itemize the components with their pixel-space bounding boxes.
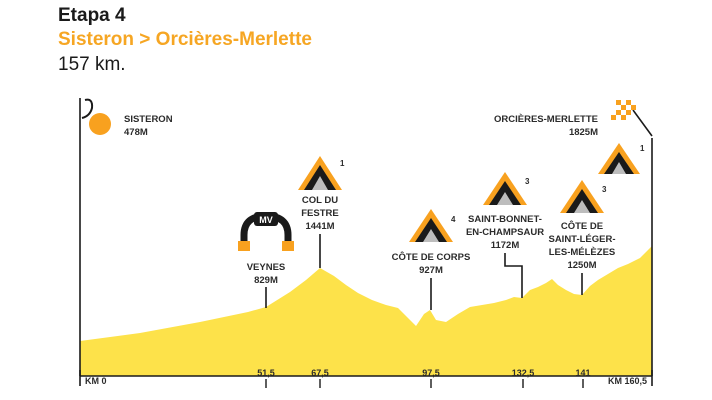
checkered-flag-icon xyxy=(611,100,636,120)
climb-name-line: CÔTE DE xyxy=(561,220,603,232)
climb-name-line: SAINT-BONNET- xyxy=(468,214,542,225)
finish-name: ORCIÈRES-MERLETTE xyxy=(494,114,598,125)
axis-tick-label: 132,5 xyxy=(512,368,535,378)
mountain-icon xyxy=(483,172,527,205)
start-marker: SISTERON 478M xyxy=(81,98,173,138)
mountain-icon xyxy=(298,156,342,190)
sprint-veynes: MV VEYNES 829M xyxy=(238,212,294,308)
stage-route: Sisteron > Orcières-Merlette xyxy=(58,29,312,50)
axis-end-label: KM 160,5 xyxy=(608,376,647,386)
sprint-gate-icon: MV xyxy=(238,212,294,251)
climb-leader xyxy=(504,253,523,298)
climb-name-line: LES-MÉLÈZES xyxy=(549,247,616,258)
start-sun-icon xyxy=(89,113,111,135)
sprint-name: VEYNES xyxy=(247,262,286,273)
climb-name-line: COL DU xyxy=(302,195,338,206)
finish-diagonal xyxy=(632,109,653,137)
climb-name-line: SAINT-LÉGER- xyxy=(548,234,615,245)
stage-title: Etapa 4 xyxy=(58,5,126,26)
stage-distance: 157 km. xyxy=(58,54,126,75)
start-flag-icon xyxy=(81,98,94,119)
climb-alt: 1250M xyxy=(567,260,596,271)
climb-col-du-festre: 1 COL DU FESTRE 1441M xyxy=(298,156,345,268)
climb-saint-bonnet: 3 SAINT-BONNET- EN-CHAMPSAUR 1172M xyxy=(466,172,544,298)
finish-category: 1 xyxy=(640,144,645,153)
axis-tick-label: 67,5 xyxy=(311,368,329,378)
climb-alt: 927M xyxy=(419,265,443,276)
sprint-alt: 829M xyxy=(254,275,278,286)
climb-category: 4 xyxy=(451,215,456,224)
climb-category: 3 xyxy=(602,185,607,194)
climb-name-line: CÔTE DE CORPS xyxy=(392,251,471,263)
start-alt: 478M xyxy=(124,127,148,138)
axis-tick-label: 141 xyxy=(575,368,590,378)
stage-header: Etapa 4 Sisteron > Orcières-Merlette 157… xyxy=(58,4,312,78)
start-name: SISTERON xyxy=(124,114,173,125)
climb-category: 1 xyxy=(340,159,345,168)
distance-axis: KM 0 KM 160,5 51,5 67,5 97,5 132,5 141 xyxy=(79,368,653,388)
finish-marker: ORCIÈRES-MERLETTE 1825M 1 xyxy=(494,100,653,174)
mountain-icon xyxy=(598,143,640,174)
sprint-badge: MV xyxy=(259,215,273,225)
climb-name-line: FESTRE xyxy=(301,208,338,219)
axis-tick-label: 51,5 xyxy=(257,368,275,378)
elevation-profile xyxy=(80,246,652,376)
climb-saint-leger: 3 CÔTE DE SAINT-LÉGER- LES-MÉLÈZES 1250M xyxy=(548,180,616,295)
axis-tick-label: 97,5 xyxy=(422,368,440,378)
finish-alt: 1825M xyxy=(569,127,598,138)
mountain-icon xyxy=(560,180,604,213)
climb-category: 3 xyxy=(525,177,530,186)
climb-alt: 1441M xyxy=(305,221,334,232)
axis-start-label: KM 0 xyxy=(85,376,107,386)
climb-cote-de-corps: 4 CÔTE DE CORPS 927M xyxy=(392,209,471,310)
mountain-icon xyxy=(409,209,453,242)
climb-alt: 1172M xyxy=(491,240,520,251)
climb-name-line: EN-CHAMPSAUR xyxy=(466,227,544,238)
